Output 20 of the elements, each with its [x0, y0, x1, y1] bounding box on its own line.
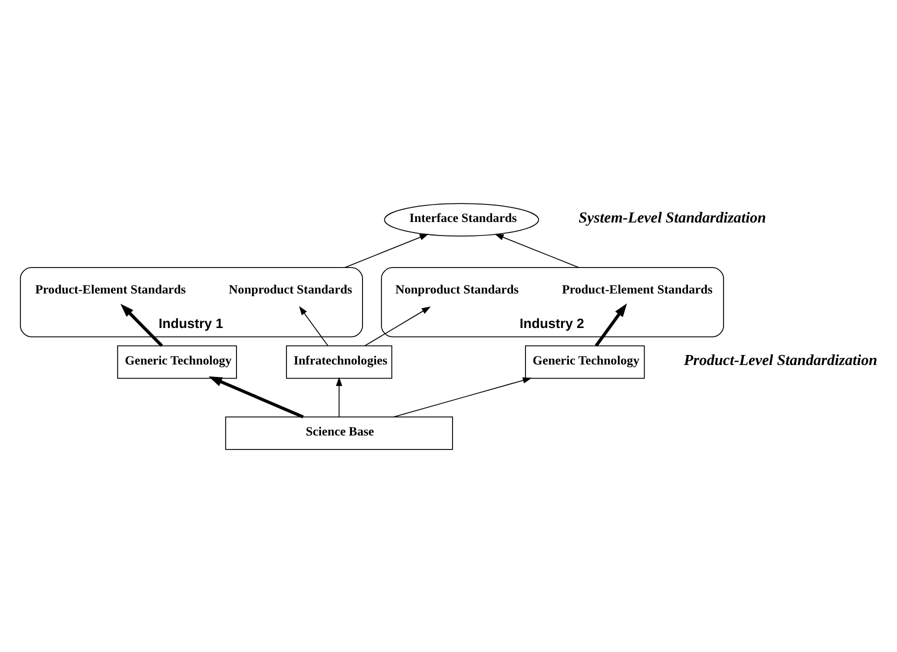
node-text: Product-Element Standards: [562, 282, 712, 296]
node-box: Generic Technology: [525, 344, 645, 378]
node-box: Science Base: [225, 416, 453, 450]
arrow: [594, 302, 627, 346]
arrow: [344, 233, 429, 268]
label: System-Level Standardization: [578, 209, 766, 226]
arrow: [120, 303, 163, 346]
node-box: Infratechnologies: [286, 344, 392, 378]
node-text: Nonproduct Standards: [395, 282, 519, 296]
node-text: Nonproduct Standards: [228, 282, 352, 296]
node-ellipse: Interface Standards: [384, 202, 540, 236]
arrow: [494, 233, 580, 268]
node-box: Generic Technology: [117, 344, 237, 378]
arrow: [364, 306, 431, 346]
node-text: Product-Element Standards: [35, 282, 186, 296]
label: Product-Level Standardization: [684, 351, 878, 368]
arrow: [336, 376, 342, 417]
arrow: [208, 376, 304, 418]
arrow: [299, 306, 328, 346]
arrow: [393, 376, 532, 417]
